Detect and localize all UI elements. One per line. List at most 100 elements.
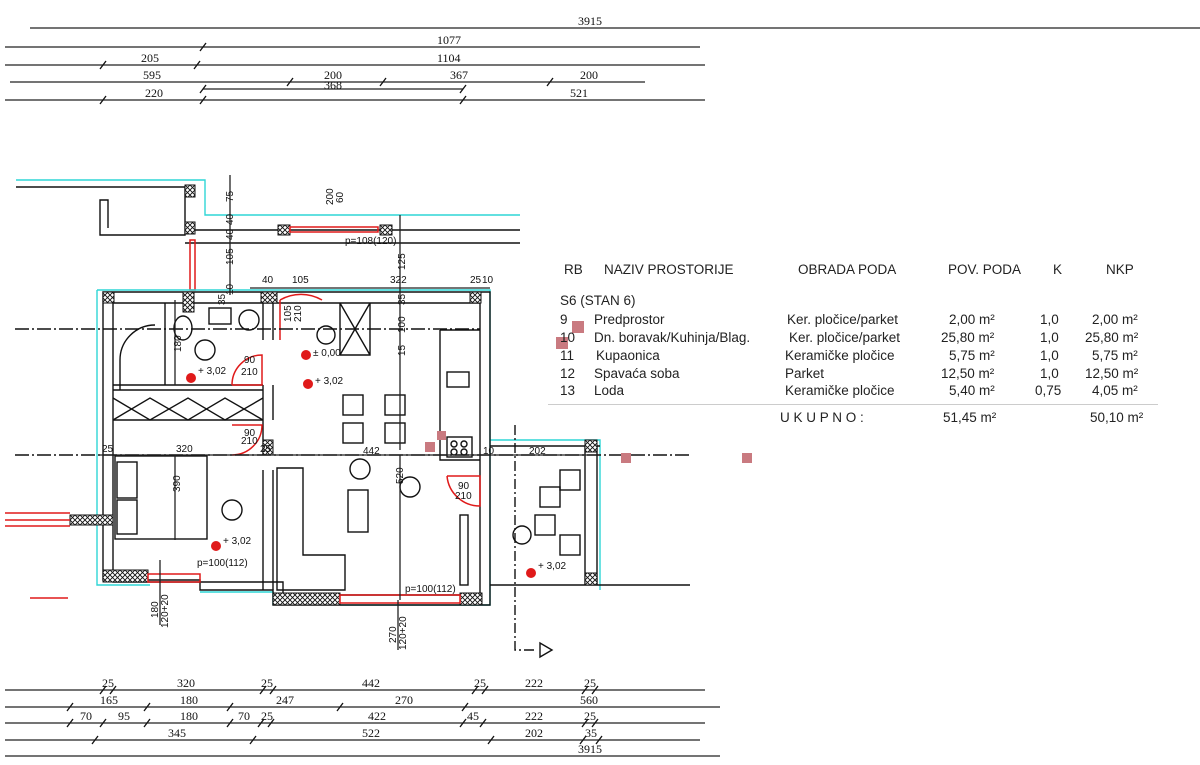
dim-label: 442	[363, 446, 380, 457]
dim-label: 320	[176, 444, 193, 455]
dim-label: 35	[397, 293, 408, 305]
row-name: Predprostor	[594, 312, 665, 327]
dim-label: 442	[362, 676, 380, 690]
total-nkp: 50,10 m²	[1090, 410, 1144, 425]
header-rb: RB	[564, 262, 583, 277]
dim-label: 105	[225, 248, 236, 265]
dim-label: 10	[225, 283, 236, 295]
row-floor: Ker. pločice/parket	[787, 312, 899, 327]
row-nkp: 25,80 m²	[1085, 330, 1139, 345]
row-area: 5,40 m²	[949, 383, 995, 398]
dim-label: 422	[368, 709, 386, 723]
dim-label: 120+20	[160, 594, 171, 628]
row-k: 1,0	[1040, 348, 1059, 363]
row-floor: Ker. pločice/parket	[789, 330, 901, 345]
level-marker-icons	[186, 350, 536, 578]
dim-label: 25	[584, 676, 596, 690]
dim-label: 520	[395, 467, 406, 484]
row-name: Dn. boravak/Kuhinja/Blag.	[594, 330, 751, 345]
header-k: K	[1053, 262, 1063, 277]
door-width-label: 90	[458, 481, 470, 492]
dim-label: 222	[525, 709, 543, 723]
dim-label: 390	[172, 475, 183, 492]
dim-label: 70	[238, 709, 250, 723]
dim-label: 521	[570, 86, 588, 100]
level-label: + 3,02	[223, 536, 252, 547]
dim-label: 105	[292, 275, 309, 286]
dim-label: 367	[450, 68, 468, 82]
row-rb: 13	[560, 383, 576, 398]
window-label: p=100(112)	[405, 584, 456, 595]
window-label: p=100(112)	[197, 558, 248, 569]
header-room-name: NAZIV PROSTORIJE	[604, 262, 734, 277]
table-divider	[548, 404, 1158, 405]
dim-label: 40	[225, 213, 236, 225]
dim-label: 205	[141, 51, 159, 65]
dim-label: 70	[80, 709, 92, 723]
header-nkp: NKP	[1106, 262, 1134, 277]
row-floor: Keramičke pločice	[785, 348, 895, 363]
row-k: 1,0	[1040, 330, 1059, 345]
row-k: 1,0	[1040, 366, 1059, 381]
dim-label: 247	[276, 693, 294, 707]
dim-label: 15	[397, 344, 408, 356]
dim-label: 180	[173, 335, 184, 352]
dim-total-top: 3915	[578, 14, 602, 28]
row-k: 1,0	[1040, 312, 1059, 327]
dim-label: 200	[580, 68, 598, 82]
level-label: + 3,02	[315, 376, 344, 387]
dim-label: 202	[525, 726, 543, 740]
level-label: + 3,02	[538, 561, 567, 572]
dim-label: 180	[150, 601, 161, 618]
door-width-label: 90	[244, 428, 256, 439]
row-area: 2,00 m²	[949, 312, 995, 327]
dim-label: 322	[390, 275, 407, 286]
row-nkp: 12,50 m²	[1085, 366, 1139, 381]
total-area: 51,45 m²	[943, 410, 997, 425]
dim-label: 35	[585, 726, 597, 740]
dim-label: 45	[467, 709, 479, 723]
door-height-label: 210	[455, 491, 472, 502]
dim-label: 222	[525, 676, 543, 690]
row-k: 0,75	[1035, 383, 1062, 398]
dim-label: 25	[470, 275, 482, 286]
dim-label: 522	[362, 726, 380, 740]
dim-label: 25	[261, 709, 273, 723]
header-floor-finish: OBRADA PODA	[798, 262, 897, 277]
dim-label: 125	[397, 253, 408, 270]
top-dimension-chains: 3915 1077 205 1104 595 200 367 200 368 2…	[5, 14, 1200, 105]
row-area: 5,75 m²	[949, 348, 995, 363]
door-width-label: 105	[283, 305, 294, 322]
dim-label: 25	[261, 676, 273, 690]
window-label: p=108(120)	[345, 236, 396, 247]
dim-label: 75	[225, 190, 236, 202]
row-rb: 10	[560, 330, 576, 345]
row-area: 12,50 m²	[941, 366, 995, 381]
level-label: ± 0,00	[313, 348, 341, 359]
door-height-label: 210	[293, 305, 304, 322]
dim-label: 165	[100, 693, 118, 707]
dim-label: 595	[143, 68, 161, 82]
dim-label: 320	[177, 676, 195, 690]
marker-squares	[425, 321, 752, 463]
row-rb: 9	[560, 312, 568, 327]
bottom-dimension-chains: 25 320 25 442 25 222 25 165 180 247 270 …	[5, 676, 720, 757]
dim-label: 345	[168, 726, 186, 740]
level-label: + 3,02	[198, 366, 227, 377]
row-name: Loda	[594, 383, 625, 398]
dim-label: 25	[260, 444, 272, 455]
row-floor: Keramičke pločice	[785, 383, 895, 398]
dim-label: 25	[102, 444, 114, 455]
dim-label: 1077	[437, 33, 461, 47]
dim-label: 180	[180, 693, 198, 707]
door-height-label: 210	[241, 367, 258, 378]
dim-label: 40	[225, 228, 236, 240]
dim-label: 270	[388, 626, 399, 643]
table-group-label: S6 (STAN 6)	[560, 293, 636, 308]
dim-label: 202	[529, 446, 546, 457]
door-width-label: 90	[244, 355, 256, 366]
row-floor: Parket	[785, 366, 825, 381]
row-rb: 11	[560, 348, 575, 363]
row-nkp: 4,05 m²	[1092, 383, 1138, 398]
row-name: Spavaća soba	[594, 366, 680, 381]
